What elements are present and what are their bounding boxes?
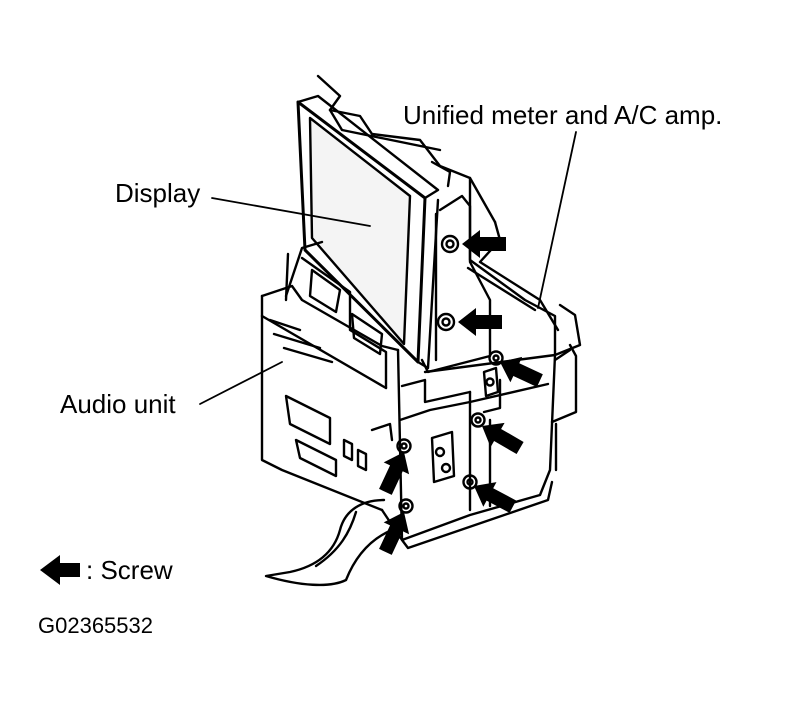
display-label: Display: [115, 178, 201, 208]
unified-meter-label: Unified meter and A/C amp.: [403, 100, 723, 130]
screw-arrow-icon: [379, 512, 410, 555]
screw-arrow-icon: [458, 308, 502, 336]
ribbon-cable: [264, 498, 394, 587]
figure-code: G02365532: [38, 613, 153, 638]
audio-unit-label: Audio unit: [60, 389, 176, 419]
screw-arrow-icon: [379, 452, 410, 495]
unified-leader-line: [537, 131, 577, 309]
screw-arrow-icon: [482, 422, 524, 455]
left-arrow-icon: [40, 555, 80, 585]
audio-unit-body: [260, 240, 400, 512]
audio-leader-line: [199, 361, 283, 405]
display-unit: [296, 94, 440, 370]
side-bracket: [420, 194, 492, 374]
screw-arrow-icon: [500, 356, 543, 387]
screw-arrow-icon: [462, 230, 506, 258]
legend-text: : Screw: [86, 554, 173, 585]
screw-arrow-icon: [474, 482, 517, 513]
display-leader-line: [211, 197, 371, 227]
screw-legend: : Screw: [38, 553, 173, 587]
